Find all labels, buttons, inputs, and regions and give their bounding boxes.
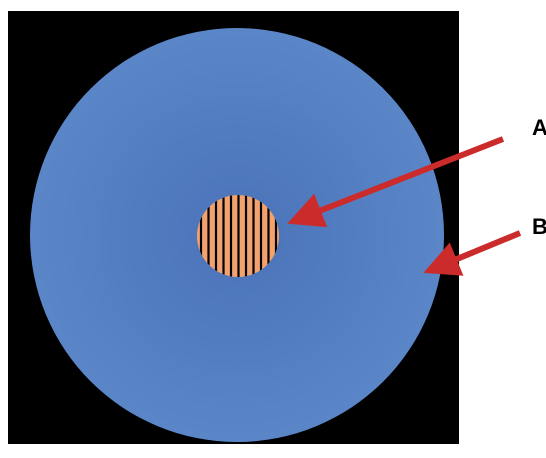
label-a: A [532,117,546,139]
label-b: B [532,216,546,238]
inner-disc-a [197,195,279,277]
